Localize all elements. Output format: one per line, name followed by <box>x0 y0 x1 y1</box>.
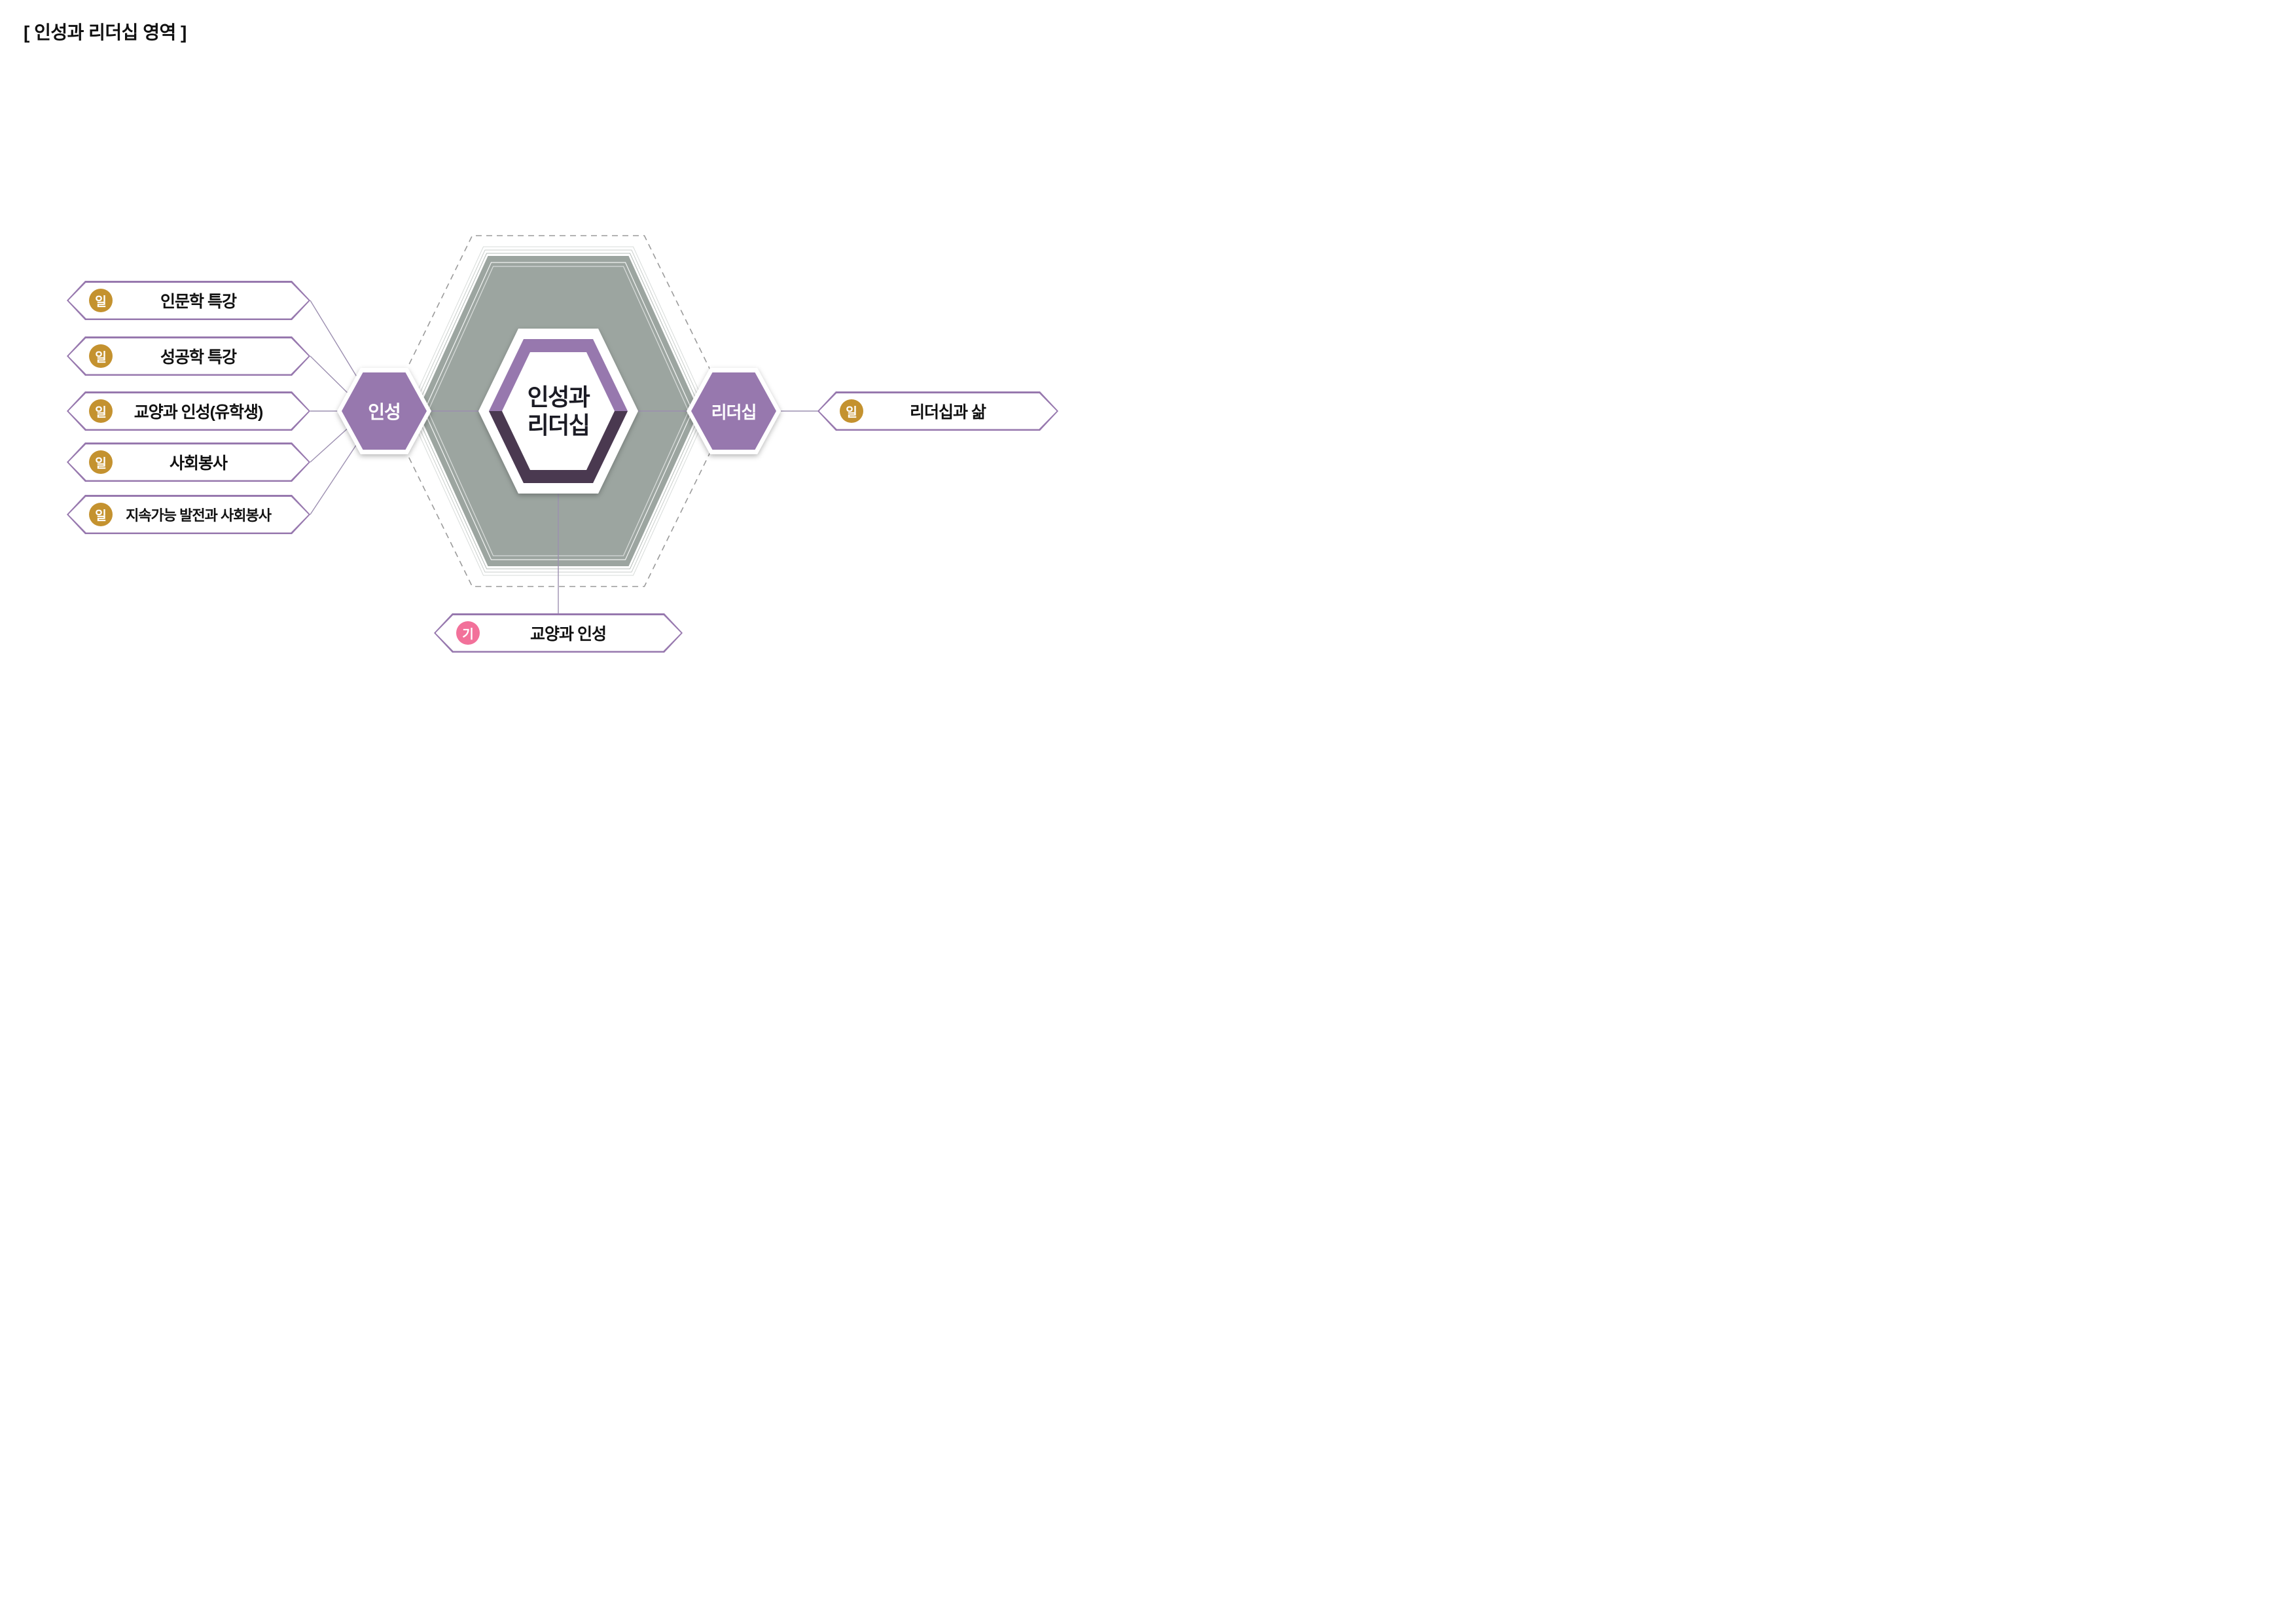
leadership-node-label: 리더십 <box>711 402 757 422</box>
right-course-banner: 일 리더십과 삶 <box>817 391 1058 431</box>
center-label-line2: 리더십 <box>527 412 590 439</box>
leadership-node-hexagon <box>687 368 781 454</box>
left-course-banner-3: 일 교양과 인성(유학생) <box>67 391 310 431</box>
page-title: [ 인성과 리더십 영역 ] <box>24 22 187 43</box>
course-label: 리더십과 삶 <box>910 403 986 422</box>
course-type-badge: 일 <box>89 344 113 368</box>
left-course-banner-4: 일 사회봉사 <box>67 442 310 482</box>
diagram-graphics <box>310 235 819 615</box>
course-type-badge: 일 <box>840 399 863 423</box>
diagram-canvas: [ 인성과 리더십 영역 ] <box>0 0 1148 812</box>
course-type-badge: 일 <box>89 399 113 423</box>
course-label: 인문학 특강 <box>160 293 237 311</box>
course-type-badge: 기 <box>456 621 480 645</box>
course-type-badge: 일 <box>89 289 113 312</box>
character-node-hexagon <box>337 368 431 454</box>
character-node-label: 인성 <box>368 402 401 422</box>
course-label: 사회봉사 <box>169 454 228 473</box>
left-course-banner-5: 일 지속가능 발전과 사회봉사 <box>67 495 310 534</box>
left-course-banner-2: 일 성공학 특강 <box>67 336 310 376</box>
center-label-line1: 인성과 <box>527 383 590 410</box>
center-hexagon-label: 인성과 리더십 <box>493 377 624 445</box>
center-hexagon <box>478 329 638 494</box>
course-label: 성공학 특강 <box>160 348 237 367</box>
bottom-course-banner: 기 교양과 인성 <box>434 613 683 653</box>
course-type-badge: 일 <box>89 503 113 526</box>
course-type-badge: 일 <box>89 450 113 474</box>
course-label: 지속가능 발전과 사회봉사 <box>126 507 272 524</box>
center-hexagon-core <box>502 352 615 470</box>
course-label: 교양과 인성 <box>530 625 607 643</box>
course-label: 교양과 인성(유학생) <box>134 403 264 422</box>
left-course-banner-1: 일 인문학 특강 <box>67 281 310 320</box>
